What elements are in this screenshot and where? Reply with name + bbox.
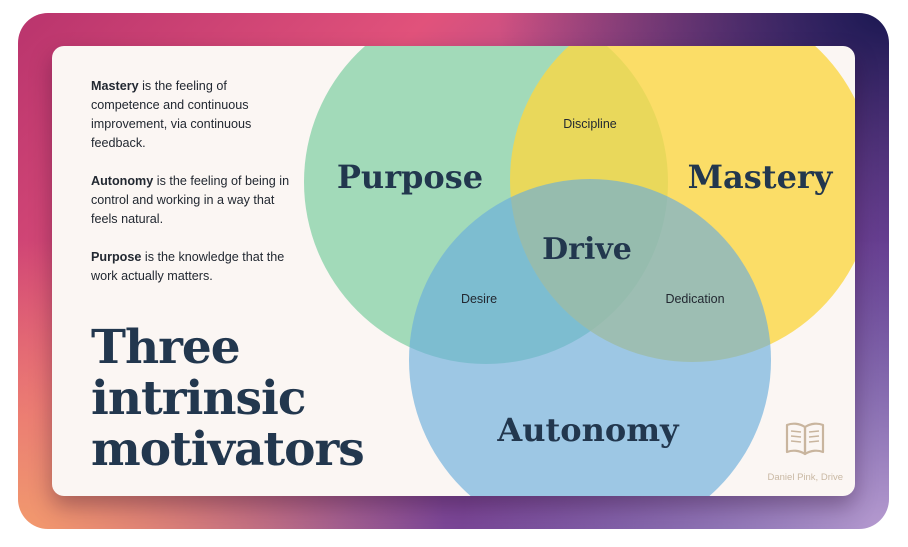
slide-card: Purpose Mastery Autonomy Drive Disciplin… [52,46,855,496]
mastery-text: is the feeling of competence and continu… [91,79,252,150]
book-icon [785,422,825,456]
title-line-2: intrinsic [91,371,306,426]
purpose-description: Purpose is the knowledge that the work a… [91,248,291,286]
autonomy-description: Autonomy is the feeling of being in cont… [91,172,291,229]
venn-diagram: Purpose Mastery Autonomy Drive Disciplin… [304,46,855,496]
page-title: Three intrinsic motivators [91,320,365,477]
title-line-1: Three [91,320,241,375]
descriptions: Mastery is the feeling of competence and… [91,77,291,305]
discipline-label: Discipline [563,117,617,131]
mastery-label: Mastery [688,158,834,196]
mastery-description: Mastery is the feeling of competence and… [91,77,291,153]
source-credit: Daniel Pink, Drive [767,472,844,483]
autonomy-circle [409,179,771,496]
purpose-term: Purpose [91,250,142,264]
desire-label: Desire [461,292,497,306]
purpose-label: Purpose [337,158,483,196]
purpose-text: is the knowledge that the work actually … [91,250,285,283]
autonomy-term: Autonomy [91,174,154,188]
autonomy-text: is the feeling of being in control and w… [91,174,290,226]
drive-label: Drive [542,232,632,267]
title-line-3: motivators [91,422,365,477]
autonomy-label: Autonomy [496,411,680,449]
dedication-label: Dedication [665,292,724,306]
mastery-term: Mastery [91,79,139,93]
